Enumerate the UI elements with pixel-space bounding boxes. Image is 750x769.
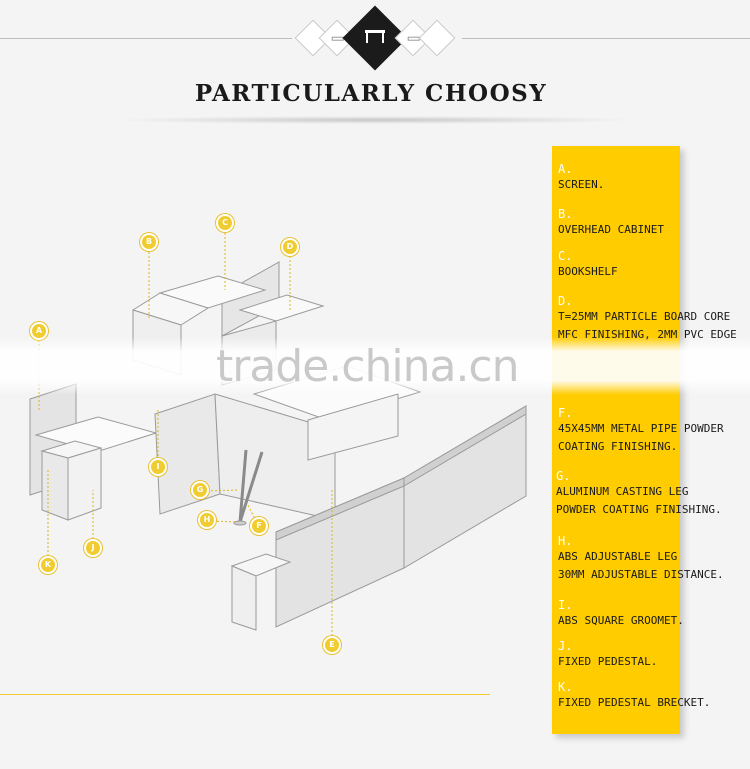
- spec-line: COATING FINISHING.: [558, 440, 678, 453]
- spec-line: OVERHEAD CABINET: [558, 223, 664, 236]
- marker-e: E: [323, 636, 341, 654]
- spec-line: BOOKSHELF: [558, 265, 618, 278]
- ornament-diamond-right: [418, 19, 456, 57]
- footer-rule: [0, 694, 490, 695]
- marker-d: D: [281, 238, 299, 256]
- spec-letter: K.: [558, 680, 573, 694]
- spec-line: FIXED PEDESTAL BRECKET.: [558, 696, 711, 709]
- spec-k: K. FIXED PEDESTAL BRECKET.: [558, 681, 710, 712]
- spec-line: 45X45MM METAL PIPE POWDER: [558, 422, 724, 435]
- spec-j: J. FIXED PEDESTAL.: [558, 640, 657, 671]
- marker-h: H: [198, 511, 216, 529]
- spec-b: B. OVERHEAD CABINET: [558, 208, 664, 239]
- spec-letter: J.: [558, 639, 573, 653]
- spec-letter: A.: [558, 162, 573, 176]
- spec-letter: F.: [558, 406, 573, 420]
- desk-icon: [365, 30, 385, 43]
- title-shadow: [110, 116, 640, 124]
- marker-k: K: [39, 556, 57, 574]
- spec-line: T=25MM PARTICLE BOARD CORE: [558, 310, 731, 323]
- marker-c: C: [216, 214, 234, 232]
- spec-line: ABS ADJUSTABLE LEG: [558, 550, 678, 563]
- header-rule-right: [462, 38, 750, 39]
- marker-f: F: [250, 517, 268, 535]
- spec-letter: B.: [558, 207, 573, 221]
- spec-letter: D.: [558, 294, 573, 308]
- spec-letter: G.: [556, 469, 571, 483]
- spec-line: ABS SQUARE GROOMET.: [558, 614, 684, 627]
- spec-a: A. SCREEN.: [558, 163, 604, 194]
- spec-i: I. ABS SQUARE GROOMET.: [558, 599, 684, 630]
- spec-panel: [552, 146, 680, 734]
- spec-f: F. 45X45MM METAL PIPE POWDER COATING FIN…: [558, 407, 724, 456]
- spec-c: C. BOOKSHELF: [558, 250, 618, 281]
- spec-h: H. ABS ADJUSTABLE LEG 30MM ADJUSTABLE DI…: [558, 535, 724, 584]
- workstation-drawing: [29, 233, 527, 644]
- marker-i: I: [149, 458, 167, 476]
- spec-letter: C.: [558, 249, 573, 263]
- watermark: trade.china.cn: [216, 341, 520, 392]
- spec-line: FIXED PEDESTAL.: [558, 655, 658, 668]
- spec-line: SCREEN.: [558, 178, 605, 191]
- watermark-band: [0, 337, 750, 395]
- spec-g: G. ALUMINUM CASTING LEG POWDER COATING F…: [556, 470, 722, 519]
- marker-b: B: [140, 233, 158, 251]
- spec-letter: H.: [558, 534, 573, 548]
- spec-letter: I.: [558, 598, 573, 612]
- spec-line: ALUMINUM CASTING LEG: [556, 485, 689, 498]
- page-title: PARTICULARLY CHOOSY: [194, 80, 548, 107]
- header-rule-left: [0, 38, 292, 39]
- spec-line: 30MM ADJUSTABLE DISTANCE.: [558, 568, 724, 581]
- marker-g: G: [191, 481, 209, 499]
- marker-j: J: [84, 539, 102, 557]
- spec-line: POWDER COATING FINISHING.: [556, 503, 722, 516]
